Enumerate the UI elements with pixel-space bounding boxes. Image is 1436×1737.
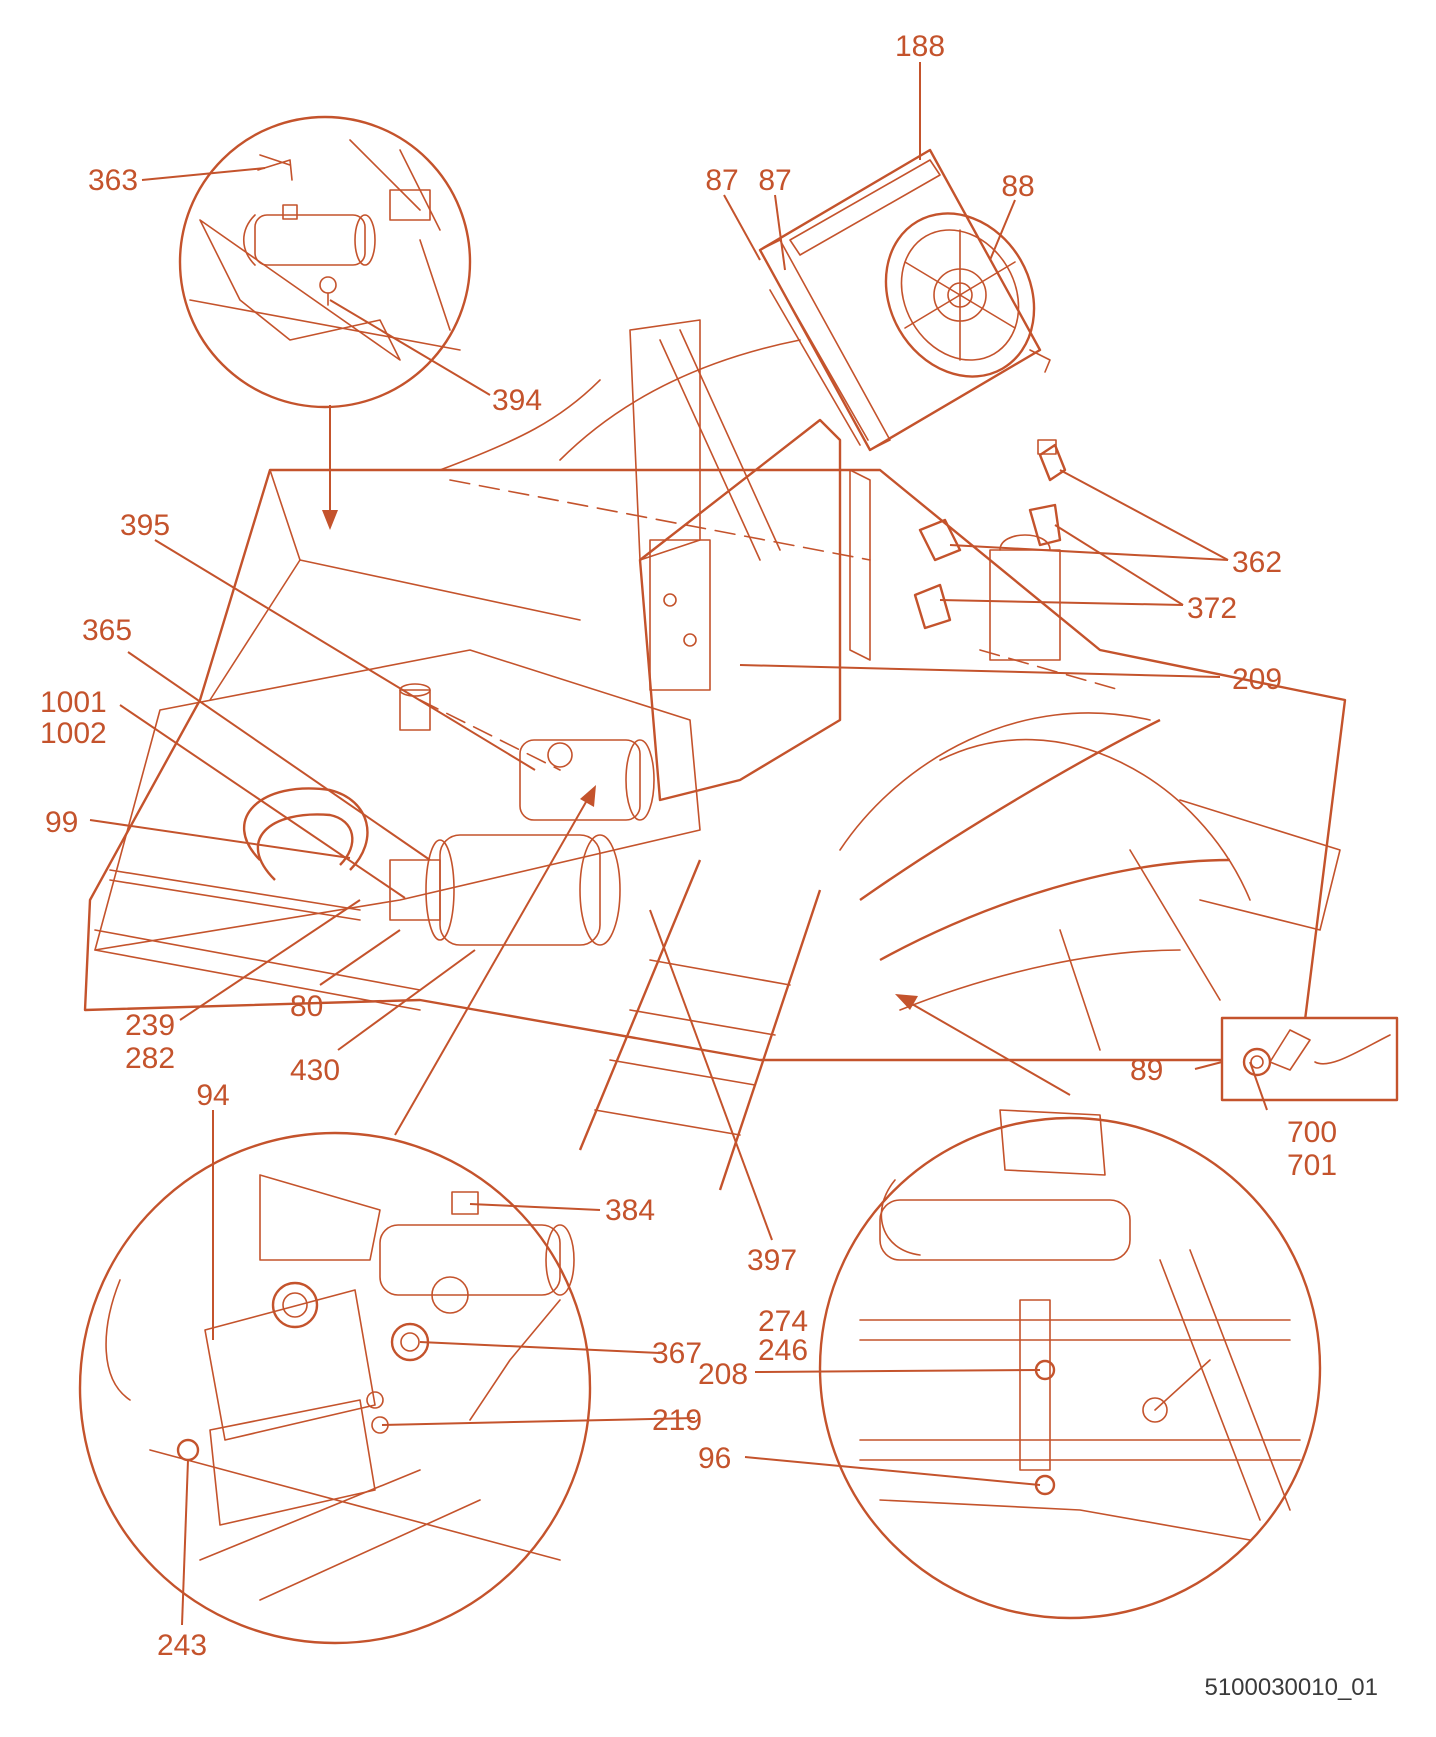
callout-219: 219 xyxy=(652,1404,702,1437)
detail-circle-top xyxy=(178,115,472,530)
callout-96: 96 xyxy=(698,1442,731,1475)
pump-assembly xyxy=(389,683,655,946)
left-frame xyxy=(94,649,701,951)
detail-view-right xyxy=(818,1116,1322,1620)
leader-lines xyxy=(89,62,1268,1626)
guard-rail xyxy=(839,712,1341,1051)
callout-89: 89 xyxy=(1130,1054,1163,1087)
main-assembly xyxy=(83,319,1347,1191)
callout-208: 208 xyxy=(698,1358,748,1391)
callout-88: 88 xyxy=(1001,170,1034,203)
clamp-bracket xyxy=(1019,1299,1051,1471)
callout-239: 239 xyxy=(125,1009,175,1042)
callout-394: 394 xyxy=(492,384,542,417)
callout-99: 99 xyxy=(45,806,78,839)
callout-209: 209 xyxy=(1232,663,1282,696)
fittings xyxy=(913,439,1067,630)
drawing-number: 5100030010_01 xyxy=(1204,1674,1378,1701)
fan-shroud xyxy=(884,212,1036,378)
callout-395: 395 xyxy=(120,509,170,542)
radiator-fan xyxy=(758,148,1051,452)
callout-365: 365 xyxy=(82,614,132,647)
detail-circle-bottom-right xyxy=(818,994,1322,1620)
callout-700: 700 xyxy=(1287,1116,1337,1149)
callout-397: 397 xyxy=(747,1244,797,1277)
mount-plate xyxy=(204,1289,376,1441)
callout-430: 430 xyxy=(290,1054,340,1087)
callout-188: 188 xyxy=(895,30,945,63)
detail-circle-bottom-left xyxy=(78,785,596,1645)
callout-363: 363 xyxy=(88,164,138,197)
callout-1002: 1002 xyxy=(40,717,107,750)
callout-372: 372 xyxy=(1187,592,1237,625)
detail-view-left xyxy=(78,1131,592,1645)
callout-94: 94 xyxy=(196,1079,229,1112)
callout-87-left: 87 xyxy=(705,164,738,197)
inset-frame xyxy=(1220,1016,1399,1102)
callout-384: 384 xyxy=(605,1194,655,1227)
callout-80: 80 xyxy=(290,990,323,1023)
callout-1001: 1001 xyxy=(40,686,107,719)
callout-246: 246 xyxy=(758,1334,808,1367)
step-ladder xyxy=(578,859,822,1191)
callout-274: 274 xyxy=(758,1305,808,1338)
inset-box xyxy=(1220,1016,1399,1102)
callout-87-right: 87 xyxy=(758,164,791,197)
callout-701: 701 xyxy=(1287,1149,1337,1182)
callout-labels: 188 87 87 88 363 394 395 362 372 209 365… xyxy=(40,30,1378,1701)
radiator-housing xyxy=(758,148,1042,452)
callout-282: 282 xyxy=(125,1042,175,1075)
callout-243: 243 xyxy=(157,1629,207,1662)
callout-362: 362 xyxy=(1232,546,1282,579)
callout-367: 367 xyxy=(652,1337,702,1370)
